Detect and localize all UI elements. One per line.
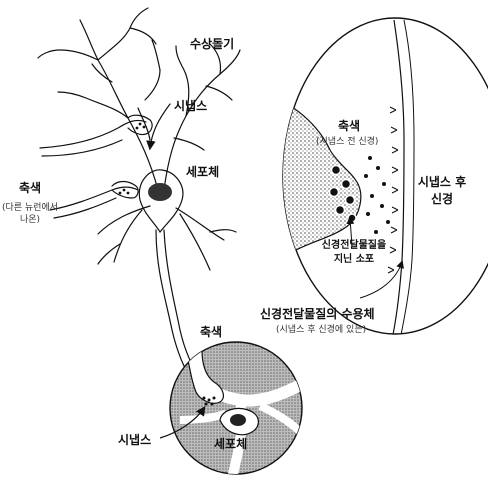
labels: 수상돌기 시냅스 세포체 축색 (다른 뉴런에서 나온) 축색 시냅스 세포체 … xyxy=(2,36,466,451)
label-synapse-top: 시냅스 xyxy=(174,98,207,113)
cell-body-outline xyxy=(138,169,184,234)
label-cell-body-bottom: 세포체 xyxy=(214,436,247,451)
label-post-line2: 신경 xyxy=(431,191,453,206)
dendrites xyxy=(37,7,241,191)
receptors xyxy=(387,106,399,274)
label-receptor-title: 신경전달물질의 수용체 xyxy=(260,306,375,321)
label-axon-left-note-2: 나온) xyxy=(20,214,40,225)
label-axon-mid: 축색 xyxy=(200,324,222,339)
nucleus xyxy=(148,183,172,201)
synapse-bottom-arrow xyxy=(159,406,206,439)
label-inset-axon-note: (시냅스 전 신경) xyxy=(316,135,378,147)
receptor-pointer xyxy=(359,260,404,299)
label-axon-left: 축색 xyxy=(19,180,41,195)
incoming-axon-upper xyxy=(39,119,147,149)
label-cell-body: 세포체 xyxy=(186,164,219,179)
label-synapse-bottom: 시냅스 xyxy=(118,432,151,447)
label-vesicle-line2: 지닌 소포 xyxy=(334,252,374,265)
postsynaptic-membrane xyxy=(391,19,405,334)
label-post-line1: 시냅스 후 xyxy=(418,174,466,189)
label-dendrite: 수상돌기 xyxy=(190,36,234,51)
transmitter-dots xyxy=(364,156,390,234)
terminal-vesicles xyxy=(118,122,146,195)
label-axon-left-note-1: (다른 뉴런에서 xyxy=(2,202,58,213)
vesicle-pointer xyxy=(346,216,355,247)
magnified-synapse-circle xyxy=(169,341,303,475)
label-inset-axon: 축색 xyxy=(338,118,360,133)
synapse-detail-oval xyxy=(282,17,488,335)
lower-dendrites xyxy=(97,205,237,271)
label-vesicle-line1: 신경전달물질을 xyxy=(322,238,386,251)
label-receptor-note: (시냅스 후 신경에 있는) xyxy=(276,323,366,335)
